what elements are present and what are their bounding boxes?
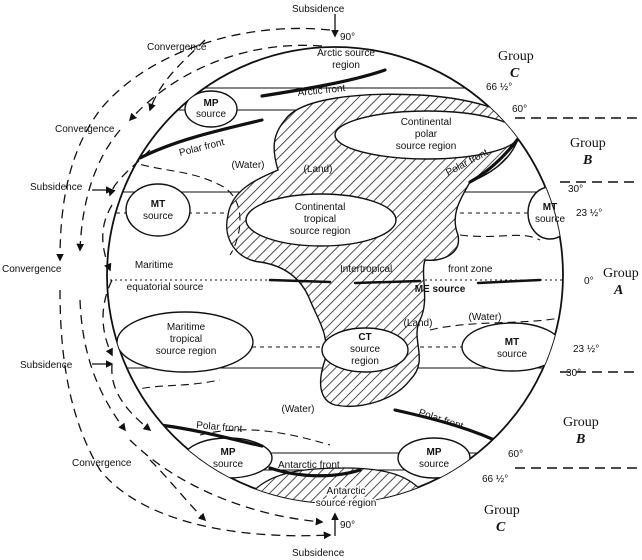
group-c-south-word: Group bbox=[484, 503, 520, 518]
mp-north-region bbox=[184, 90, 238, 128]
antarctic-front-line bbox=[268, 466, 362, 478]
lat-66-north-label: 66 ½° bbox=[486, 82, 512, 93]
antarctic-front-label: Antarctic front bbox=[278, 460, 340, 471]
subsidence-label-bottom: Subsidence bbox=[292, 548, 345, 559]
ct-south-label-3: region bbox=[351, 356, 379, 367]
group-c-north-letter: C bbox=[510, 66, 520, 81]
subsidence-label-3: Subsidence bbox=[20, 360, 73, 371]
land-label-south: (Land) bbox=[404, 318, 433, 329]
convergence-label-3: Convergence bbox=[2, 264, 62, 275]
continental-polar-label-1: Continental bbox=[401, 117, 452, 128]
arctic-source-label-1: Arctic source bbox=[317, 48, 375, 59]
mp-north-label-1: MP bbox=[204, 98, 219, 109]
ct-south-region bbox=[321, 327, 409, 373]
lat-30-south-label: 30° bbox=[566, 368, 581, 379]
mt-west-label-1: MT bbox=[151, 199, 165, 210]
arctic-source-label-2: region bbox=[332, 60, 360, 71]
maritime-tropical-label-2: tropical bbox=[170, 334, 202, 345]
convergence-label-1: Convergence bbox=[147, 42, 207, 53]
intertropical-label-2: front zone bbox=[448, 264, 493, 275]
polar-front-south-east-label: Polar front bbox=[417, 407, 464, 432]
convergence-label-4: Convergence bbox=[72, 458, 132, 469]
continental-tropical-region bbox=[245, 193, 397, 247]
intertropical-front-2 bbox=[353, 279, 422, 285]
arctic-front-label: Arctic front bbox=[297, 83, 346, 99]
polar-front-south-west-label: Polar front bbox=[196, 420, 243, 435]
group-b-north-letter: B bbox=[582, 153, 592, 168]
region-labels: Arctic source region MP source Continent… bbox=[127, 48, 566, 511]
arctic-front-line bbox=[260, 68, 387, 98]
group-labels: Group C Group B Group A Group B Group C bbox=[484, 49, 639, 535]
mt-east-region bbox=[527, 186, 563, 240]
mt-east-label-2: source bbox=[535, 214, 565, 225]
group-b-north-word: Group bbox=[570, 136, 606, 151]
intertropical-front-3 bbox=[476, 278, 542, 285]
antarctic-source-label-1: Antarctic bbox=[327, 486, 366, 497]
continental-polar-label-3: source region bbox=[396, 141, 457, 152]
water-label-south: (Water) bbox=[282, 404, 315, 415]
group-c-north-word: Group bbox=[498, 49, 534, 64]
mp-southeast-label-2: source bbox=[419, 459, 449, 470]
mt-east-label-1: MT bbox=[543, 202, 557, 213]
circulation-labels: Subsidence Convergence Convergence Subsi… bbox=[2, 4, 345, 559]
group-a-word: Group bbox=[603, 266, 639, 281]
lat-60-south-label: 60° bbox=[508, 449, 523, 460]
latitude-labels: 90° 66 ½° 60° 30° 23 ½° 0° 23 ½° 30° 60°… bbox=[340, 32, 602, 531]
lat-60-north-label: 60° bbox=[512, 104, 527, 115]
mt-southeast-label-2: source bbox=[497, 349, 527, 360]
ct-south-label-1: CT bbox=[358, 332, 371, 343]
ct-south-label-2: source bbox=[350, 344, 380, 355]
lat-66-south-label: 66 ½° bbox=[482, 474, 508, 485]
lat-23-south-label: 23 ½° bbox=[573, 344, 599, 355]
mp-southeast-label-1: MP bbox=[427, 447, 442, 458]
mt-west-region bbox=[125, 183, 191, 237]
water-label-east: (Water) bbox=[469, 312, 502, 323]
continental-polar-label-2: polar bbox=[415, 129, 438, 140]
continental-tropical-label-2: tropical bbox=[304, 214, 336, 225]
group-a-letter: A bbox=[613, 283, 623, 298]
subsidence-label-top: Subsidence bbox=[292, 4, 345, 15]
land-label-north: (Land) bbox=[304, 164, 333, 175]
maritime-equatorial-label-1: Maritime bbox=[135, 260, 174, 271]
lat-30-north-label: 30° bbox=[568, 184, 583, 195]
mp-north-label-2: source bbox=[196, 109, 226, 120]
lat-23-north-label: 23 ½° bbox=[576, 208, 602, 219]
equator-label: 0° bbox=[584, 276, 594, 287]
mp-southeast-region bbox=[397, 437, 471, 479]
continental-tropical-label-3: source region bbox=[290, 226, 351, 237]
polar-front-north-west bbox=[138, 118, 264, 160]
water-label-north: (Water) bbox=[232, 160, 265, 171]
me-source-label: ME source bbox=[415, 284, 466, 295]
continental-tropical-label-1: Continental bbox=[295, 202, 346, 213]
subsidence-arrows bbox=[92, 14, 339, 536]
mp-southwest-label-2: source bbox=[213, 459, 243, 470]
maritime-tropical-label-3: source region bbox=[156, 346, 217, 357]
subsidence-label-2: Subsidence bbox=[30, 182, 83, 193]
intertropical-label-1: Intertropical bbox=[340, 264, 392, 275]
maritime-equatorial-label-2: equatorial source bbox=[127, 282, 204, 293]
mt-west-label-2: source bbox=[143, 211, 173, 222]
intertropical-front-1 bbox=[268, 278, 332, 284]
lat-90-north-label: 90° bbox=[340, 32, 355, 43]
circulation-arrows bbox=[56, 27, 332, 540]
group-c-south-letter: C bbox=[496, 520, 506, 535]
maritime-tropical-label-1: Maritime bbox=[167, 322, 206, 333]
lat-90-south-label: 90° bbox=[340, 520, 355, 531]
mt-southeast-label-1: MT bbox=[505, 337, 519, 348]
polar-front-south-west bbox=[158, 423, 264, 448]
group-b-south-letter: B bbox=[575, 432, 585, 447]
antarctic-source-label-2: source region bbox=[316, 498, 377, 509]
mp-southwest-label-1: MP bbox=[221, 447, 236, 458]
group-dividers bbox=[515, 117, 640, 469]
convergence-label-2: Convergence bbox=[55, 124, 115, 135]
group-b-south-word: Group bbox=[563, 415, 599, 430]
